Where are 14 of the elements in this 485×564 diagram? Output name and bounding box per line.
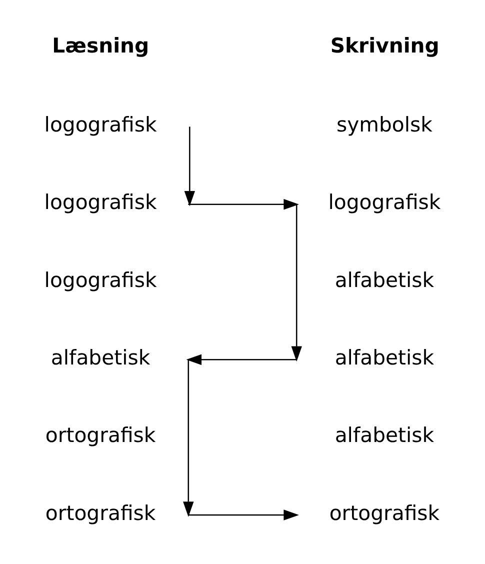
label: Skrivning	[330, 34, 440, 58]
node-text: logografisk	[44, 190, 157, 214]
label: logografisk	[44, 268, 157, 292]
node-text: logografisk	[328, 190, 441, 214]
node-text: ortografisk	[45, 500, 156, 525]
label: Læsning	[52, 34, 150, 58]
label: alfabetisk	[334, 268, 434, 292]
label: symbolsk	[336, 112, 432, 137]
node-text: ortografisk	[329, 500, 440, 525]
node-text: alfabetisk	[334, 346, 434, 370]
label: ortografisk	[45, 423, 156, 448]
node-text: alfabetisk	[50, 346, 150, 370]
label: alfabetisk	[334, 423, 434, 448]
node-text: logografisk	[44, 112, 157, 137]
